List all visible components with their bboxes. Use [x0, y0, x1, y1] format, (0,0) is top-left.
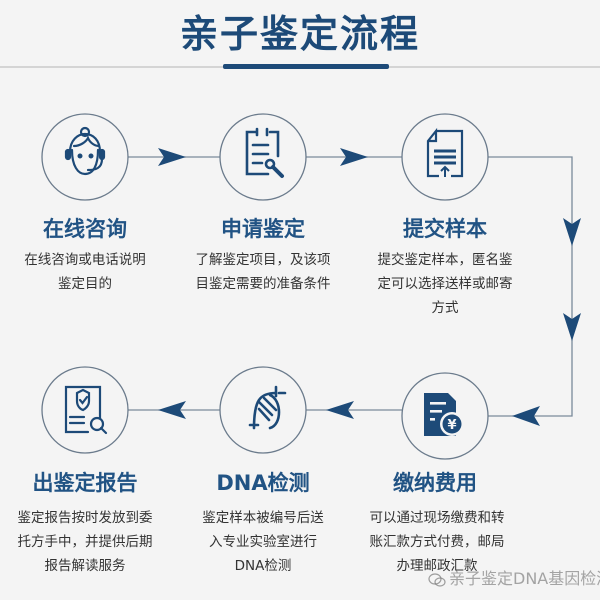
customer-service-headset-icon — [64, 126, 106, 176]
step-2-description: 了解鉴定项目，及该项 目鉴定需要的准备条件 — [178, 248, 348, 296]
step-3-description: 提交鉴定样本，匿名鉴 定可以选择送样或邮寄 方式 — [360, 248, 530, 320]
page-title: 亲子鉴定流程 — [179, 12, 420, 56]
step-6-title: 出鉴定报告 — [32, 471, 138, 495]
step-1-circle — [41, 113, 129, 201]
step-1-description: 在线咨询或电话说明 鉴定目的 — [0, 248, 170, 296]
desc-line: 鉴定目的 — [58, 276, 112, 292]
desc-line: 入专业实验室进行 — [209, 534, 317, 550]
step-2-circle — [219, 113, 307, 201]
step-4-description: 可以通过现场缴费和转 账汇款方式付费，邮局 办理邮政汇款 — [352, 506, 522, 578]
clipboard-search-icon — [245, 127, 284, 178]
arrow-right-icon — [158, 148, 186, 166]
arrow-left-icon — [158, 401, 186, 419]
desc-line: 在线咨询或电话说明 — [24, 252, 146, 268]
title-underline-bar — [223, 64, 389, 69]
arrow-right-icon — [340, 148, 368, 166]
step-5-description: 鉴定样本被编号后送 入专业实验室进行 DNA检测 — [178, 506, 348, 578]
watermark-text: 亲子鉴定DNA基因检测 — [449, 569, 600, 588]
desc-line: 提交鉴定样本，匿名鉴 — [377, 252, 513, 268]
step-6-description: 鉴定报告按时发放到委 托方手中，并提供后期 报告解读服务 — [0, 506, 170, 578]
desc-line: 鉴定样本被编号后送 — [202, 510, 324, 526]
step-5-circle — [219, 366, 307, 454]
step-2-title: 申请鉴定 — [221, 217, 305, 241]
desc-line: 目鉴定需要的准备条件 — [195, 276, 331, 292]
arrow-left-icon — [326, 401, 354, 419]
desc-line: 账汇款方式付费，邮局 — [369, 534, 505, 550]
desc-line: 了解鉴定项目，及该项 — [195, 252, 331, 268]
step-1-title: 在线咨询 — [43, 217, 127, 241]
step-5-title: DNA检测 — [216, 471, 310, 495]
document-upload-icon — [426, 127, 464, 178]
report-shield-search-icon — [64, 385, 108, 435]
desc-line: 报告解读服务 — [44, 558, 126, 574]
desc-line: 方式 — [431, 300, 459, 316]
desc-line: 可以通过现场缴费和转 — [369, 510, 505, 526]
dna-helix-icon — [248, 385, 287, 430]
arrow-down-icon — [563, 313, 581, 341]
step-4-title: 缴纳费用 — [393, 471, 477, 495]
step-3-title: 提交样本 — [403, 217, 487, 241]
bill-yuan-icon: ¥ — [424, 393, 464, 436]
desc-line: 托方手中，并提供后期 — [17, 534, 153, 550]
wechat-icon — [428, 572, 446, 587]
desc-line: DNA检测 — [234, 558, 292, 574]
svg-text:¥: ¥ — [447, 418, 456, 433]
desc-line: 鉴定报告按时发放到委 — [17, 510, 153, 526]
arrow-left-icon — [512, 406, 540, 426]
desc-line: 办理邮政汇款 — [396, 558, 478, 574]
arrow-down-icon — [563, 218, 581, 246]
watermark: 亲子鉴定DNA基因检测 — [428, 565, 600, 589]
desc-line: 定可以选择送样或邮寄 — [377, 276, 513, 292]
